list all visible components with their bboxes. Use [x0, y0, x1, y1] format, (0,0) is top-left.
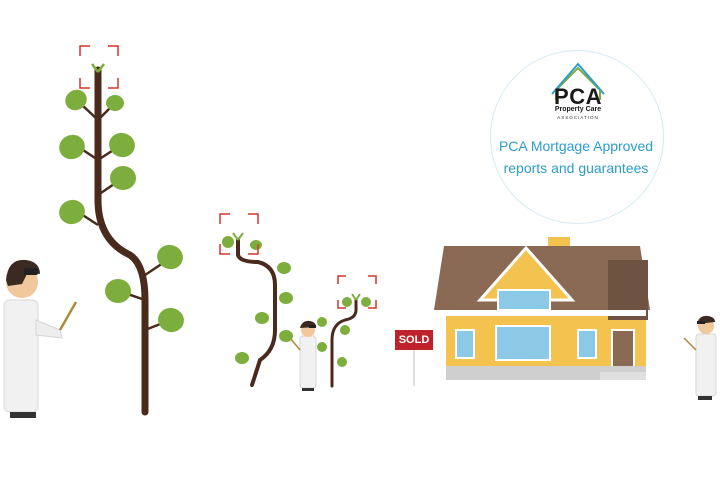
pca-badge	[490, 50, 664, 224]
pointer-stick-icon	[58, 301, 78, 331]
badge-caption-line1: PCA Mortgage Approved	[498, 138, 654, 154]
large-plant	[59, 63, 184, 416]
medium-plant	[222, 232, 293, 387]
sold-sign: SOLD	[395, 330, 433, 350]
scientist-large	[3, 259, 78, 418]
focus-bracket-small	[337, 275, 377, 309]
badge-caption-line2: reports and guarantees	[503, 160, 649, 176]
scientist-small-middle	[289, 320, 317, 391]
focus-bracket-large	[79, 45, 119, 89]
pca-logo-subtitle-small: ASSOCIATION	[557, 115, 599, 120]
focus-bracket-medium	[219, 213, 259, 255]
pca-logo-subtitle: Property Care	[554, 106, 602, 113]
pca-house-logo-icon	[551, 62, 605, 100]
pca-logo-text: PCA	[554, 84, 602, 109]
house	[434, 237, 650, 380]
scientist-small-right	[683, 315, 717, 400]
small-plant	[317, 293, 371, 388]
